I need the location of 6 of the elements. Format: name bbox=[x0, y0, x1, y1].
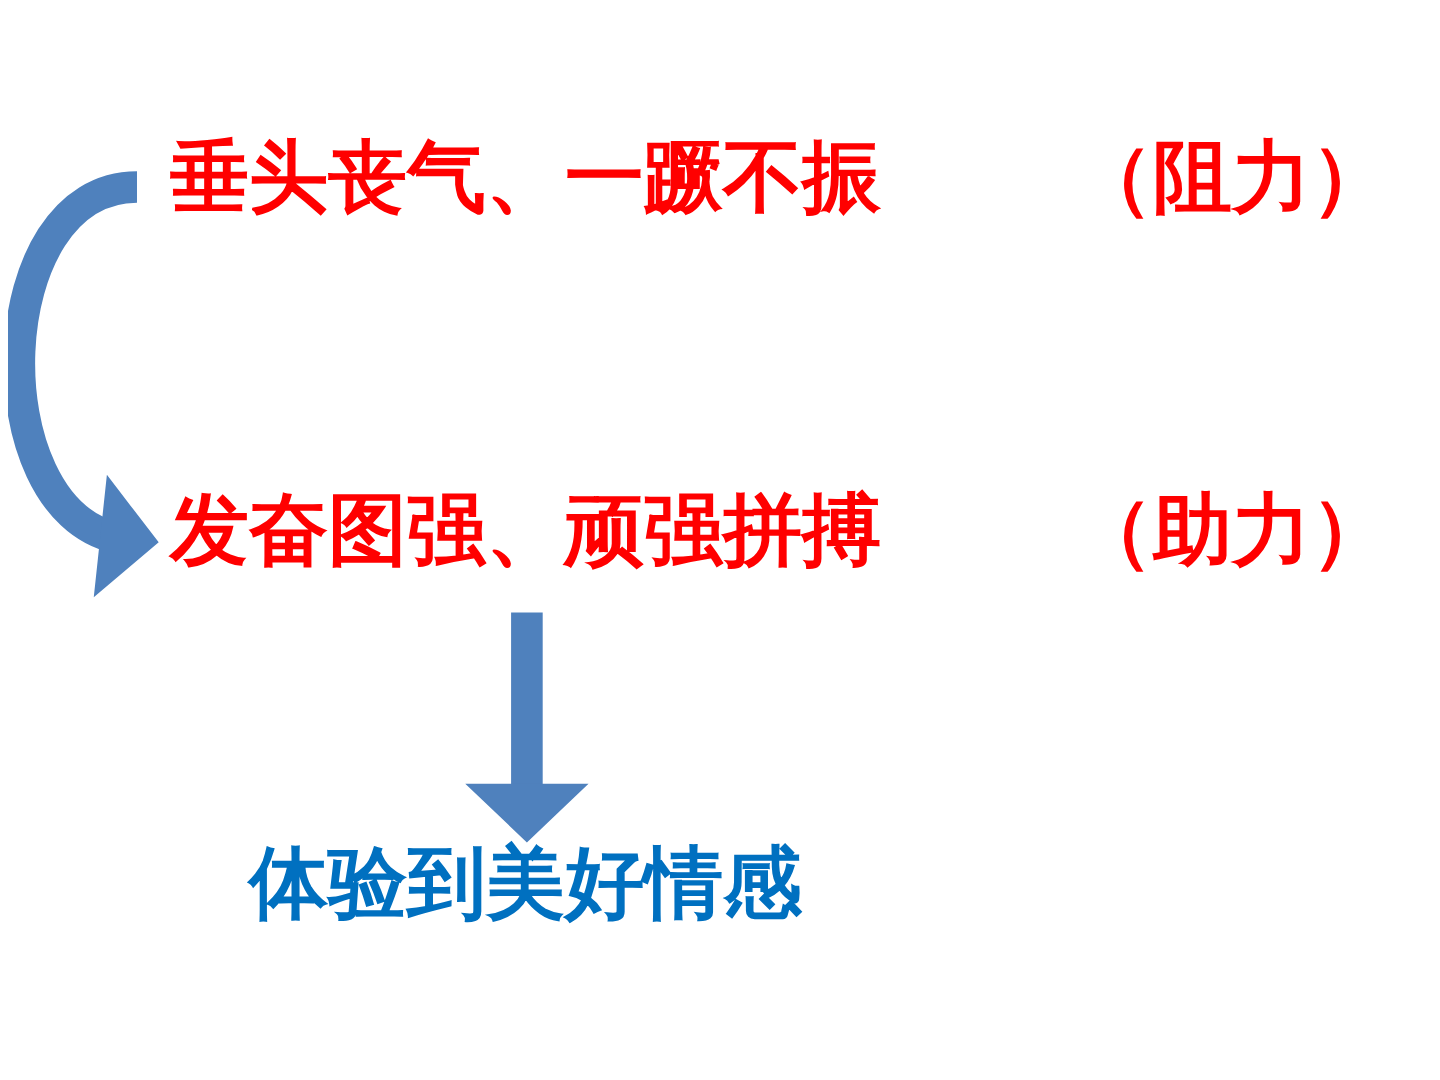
node-text: 发奋图强、顽强拼搏 bbox=[169, 484, 881, 577]
node-text: 垂头丧气、一蹶不振 bbox=[169, 131, 881, 224]
node-label: （助力） bbox=[1073, 484, 1390, 577]
arrow bbox=[465, 612, 589, 843]
node-text: 体验到美好情感 bbox=[248, 837, 802, 930]
node-label: （阻力） bbox=[1073, 131, 1390, 224]
